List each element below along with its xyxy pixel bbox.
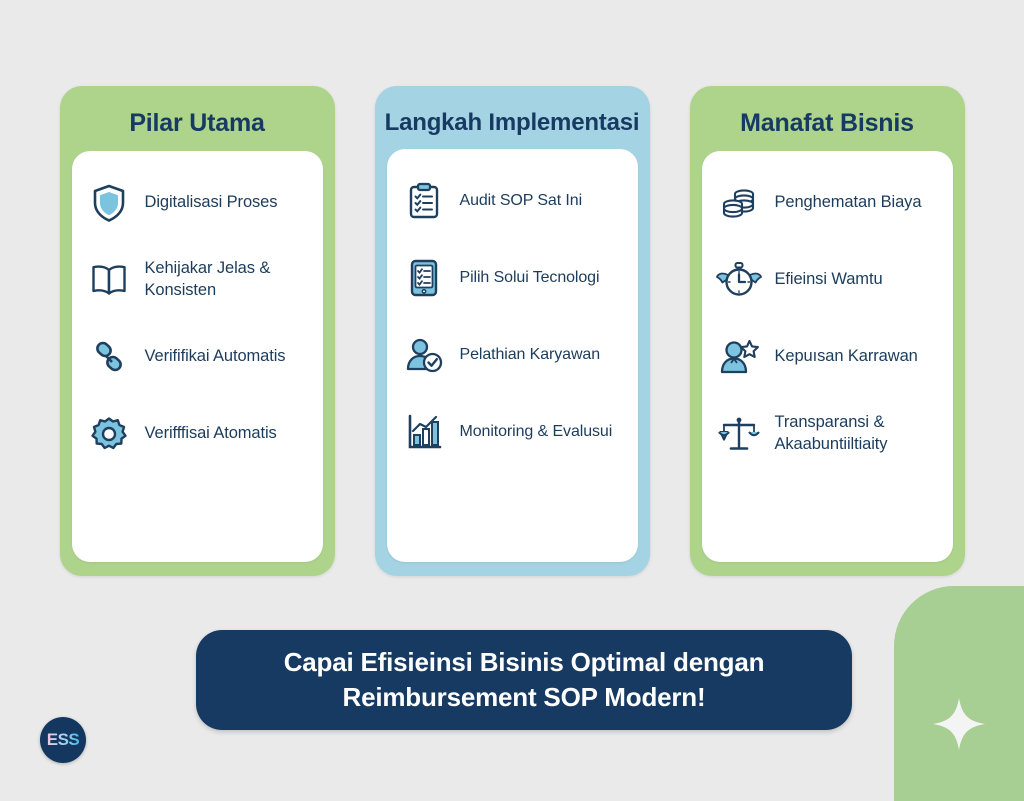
column-pilar-utama: Pilar Utama Digitalisasi Proses — [59, 86, 335, 576]
list-item-label: Audit SOP Sat Ini — [459, 191, 583, 209]
column-title: Langkah Implementasi — [384, 109, 640, 136]
winged-stopwatch-icon — [715, 257, 762, 303]
list-item-label: Verififikai Automatis — [144, 346, 286, 365]
column-body: Penghematan Biaya — [701, 150, 953, 562]
cta-line-1: Capai Efisieinsi Bisinis Optimal dengan — [283, 647, 765, 678]
list-item[interactable]: Pilih Solui Tecnologi — [401, 252, 624, 304]
list-item[interactable]: Transparansi & Akaabuntiiltiaity — [716, 408, 939, 460]
list-item[interactable]: Penghematan Biaya — [716, 177, 939, 229]
clipboard-checklist-icon — [401, 178, 447, 224]
list-item-label: Kepuısan Karrawan — [774, 346, 918, 365]
tablet-checklist-icon — [401, 255, 447, 301]
list-item[interactable]: Kepuısan Karrawan — [716, 331, 939, 383]
user-check-icon — [401, 332, 447, 378]
list-item-label: Penghematan Biaya — [774, 192, 922, 211]
list-item[interactable]: Verififikai Automatis — [86, 331, 309, 383]
list-item-label: Verifffisai Atomatis — [144, 423, 277, 442]
list-item[interactable]: Verifffisai Atomatis — [86, 408, 309, 460]
gear-icon — [86, 411, 132, 457]
logo-text: ESS — [46, 730, 80, 749]
shield-icon — [86, 180, 132, 226]
column-langkah-implementasi: Langkah Implementasi — [374, 86, 650, 576]
list-item-label: Pelathian Karyawan — [459, 345, 601, 363]
column-body: Audit SOP Sat Ini — [386, 149, 638, 562]
coin-stack-icon — [716, 180, 762, 226]
cta-line-2: Reimbursement SOP Modern! — [342, 682, 706, 712]
chain-link-icon — [86, 334, 132, 380]
list-item[interactable]: Monitoring & Evalusui — [401, 406, 624, 458]
list-item[interactable]: Digitalisasi Proses — [86, 177, 309, 229]
column-title: Manafat Bisnis — [740, 109, 914, 137]
column-body: Digitalisasi Proses Kehijakar Jelas & Ko… — [71, 150, 323, 562]
column-manafat-bisnis: Manafat Bisnis — [689, 86, 965, 576]
bar-chart-growth-icon — [401, 409, 447, 455]
list-item-label: Monitoring & Evalusui — [459, 422, 613, 440]
column-title: Pilar Utama — [129, 109, 265, 137]
user-star-icon — [716, 334, 762, 380]
list-item-label: Efieinsi Wamtu — [774, 269, 883, 288]
list-item[interactable]: Kehijakar Jelas & Konsisten — [86, 254, 309, 306]
list-item[interactable]: Efieinsi Wamtu — [715, 254, 939, 306]
cta-banner[interactable]: Capai Efisieinsi Bisinis Optimal dengan … — [196, 630, 852, 730]
list-item-label: Kehijakar Jelas & Konsisten — [144, 259, 271, 299]
list-item[interactable]: Pelathian Karyawan — [401, 329, 624, 381]
ess-logo: ESS — [40, 717, 86, 763]
list-item[interactable]: Audit SOP Sat Ini — [401, 175, 624, 227]
open-book-icon — [86, 257, 132, 303]
cta-banner-text: Capai Efisieinsi Bisinis Optimal dengan … — [258, 645, 791, 715]
scales-balance-icon — [716, 411, 762, 457]
list-item-label: Transparansi & Akaabuntiiltiaity — [774, 413, 888, 453]
decorative-corner-shape — [894, 586, 1024, 801]
list-item-label: Pilih Solui Tecnologi — [459, 268, 600, 286]
list-item-label: Digitalisasi Proses — [144, 192, 278, 211]
sparkle-icon — [933, 698, 985, 750]
columns-container: Pilar Utama Digitalisasi Proses — [0, 86, 1024, 576]
